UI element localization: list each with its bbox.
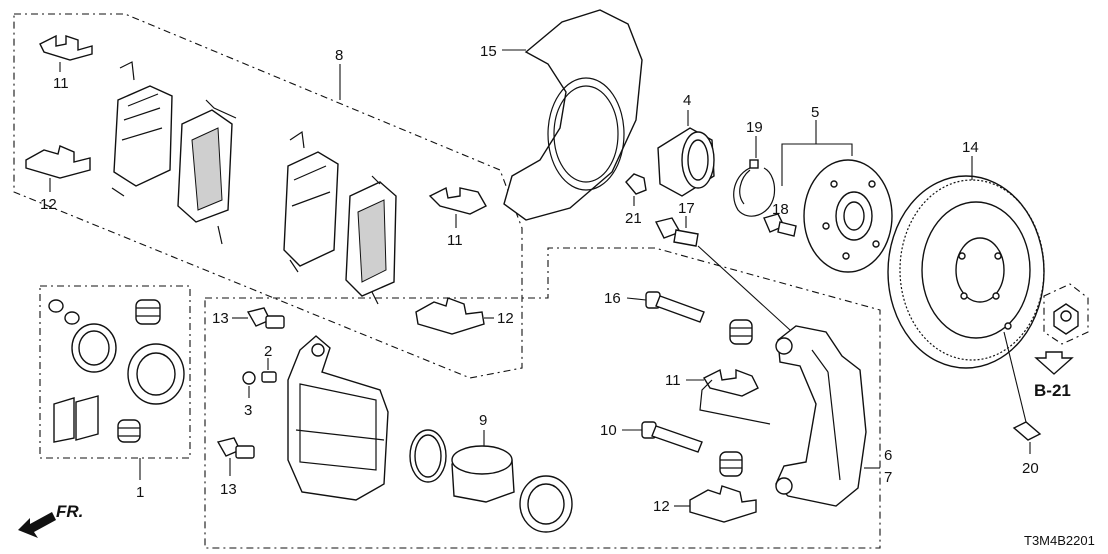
callout-3: 3 [244,402,252,419]
brake-pad-inner-2 [345,175,397,305]
callout-10: 10 [600,422,617,439]
callout-12-lower: 12 [497,310,514,327]
callout-15: 15 [480,43,497,60]
callout-11-bracket: 11 [665,372,681,389]
pad-clip-11-right [428,186,487,228]
disc-screw-20 [1012,421,1042,441]
callout-2: 2 [264,343,272,360]
callout-9: 9 [479,412,487,429]
seal-kit-parts [48,299,185,443]
pad-clip-12-lower [415,297,494,335]
callout-5: 5 [811,104,819,121]
pin-boot-lower [719,451,743,477]
callout-7: 7 [884,469,892,486]
brake-pad-inner-1 [177,99,237,245]
callout-4: 4 [683,92,691,109]
slide-pin-10 [641,421,703,453]
caliper-bracket [775,325,867,507]
callout-20: 20 [1022,460,1039,477]
brake-pad-outer-2 [283,130,339,273]
bolt-13-lower [216,437,255,459]
snap-ring-19 [733,159,776,217]
brake-pad-outer-1 [111,61,173,197]
bleeder-screw-2 [261,371,277,383]
leader-16 [626,297,647,301]
callout-6: 6 [884,447,892,464]
reference-nut [1043,283,1089,345]
bleeder-cap-3 [242,371,256,385]
leader-20 [1003,331,1027,423]
leader-17-to-bracket [697,245,791,331]
brake-disc-14 [887,175,1045,369]
ref-arrow-icon [1034,351,1074,375]
splash-shield-15 [503,9,643,221]
piston-seal [409,429,447,483]
caliper-assembly-frame [204,247,881,549]
front-arrow-icon [18,512,56,538]
pin-boot-upper [729,319,753,345]
piston-9 [451,445,515,503]
callout-12-bracket: 12 [653,498,670,515]
pad-clip-11-bracket [699,368,771,425]
callout-8: 8 [335,47,343,64]
pad-clip-12-bracket [689,485,757,523]
callout-11-top: 11 [53,75,69,92]
callout-13-upper: 13 [212,310,229,327]
front-label: FR. [56,502,83,521]
callout-14: 14 [962,139,979,156]
pad-clip-11-top [39,34,93,72]
pad-clip-12-left [25,145,91,192]
callout-11-right: 11 [447,232,463,249]
callout-13-lower: 13 [220,481,237,498]
seal-kit-frame [39,285,191,459]
callout-12-left: 12 [40,196,57,213]
wheel-hub-5 [803,159,893,273]
screw-21 [625,173,647,195]
callout-18: 18 [772,201,789,218]
wheel-bearing-4 [657,127,715,197]
bolt-13-upper [246,307,285,329]
ref-b21: B-21 [1034,381,1071,400]
callout-21: 21 [625,210,642,227]
slide-pin-16 [645,291,705,323]
caliper-body [287,335,389,501]
leader-5 [781,143,853,186]
piston-boot [519,475,573,533]
callout-17: 17 [678,200,695,217]
hub-bolt-18 [763,213,797,237]
bolt-17 [654,217,699,247]
callout-16: 16 [604,290,621,307]
diagram-code: T3M4B2201 [1024,533,1095,548]
callout-1: 1 [136,484,144,501]
callout-19: 19 [746,119,763,136]
